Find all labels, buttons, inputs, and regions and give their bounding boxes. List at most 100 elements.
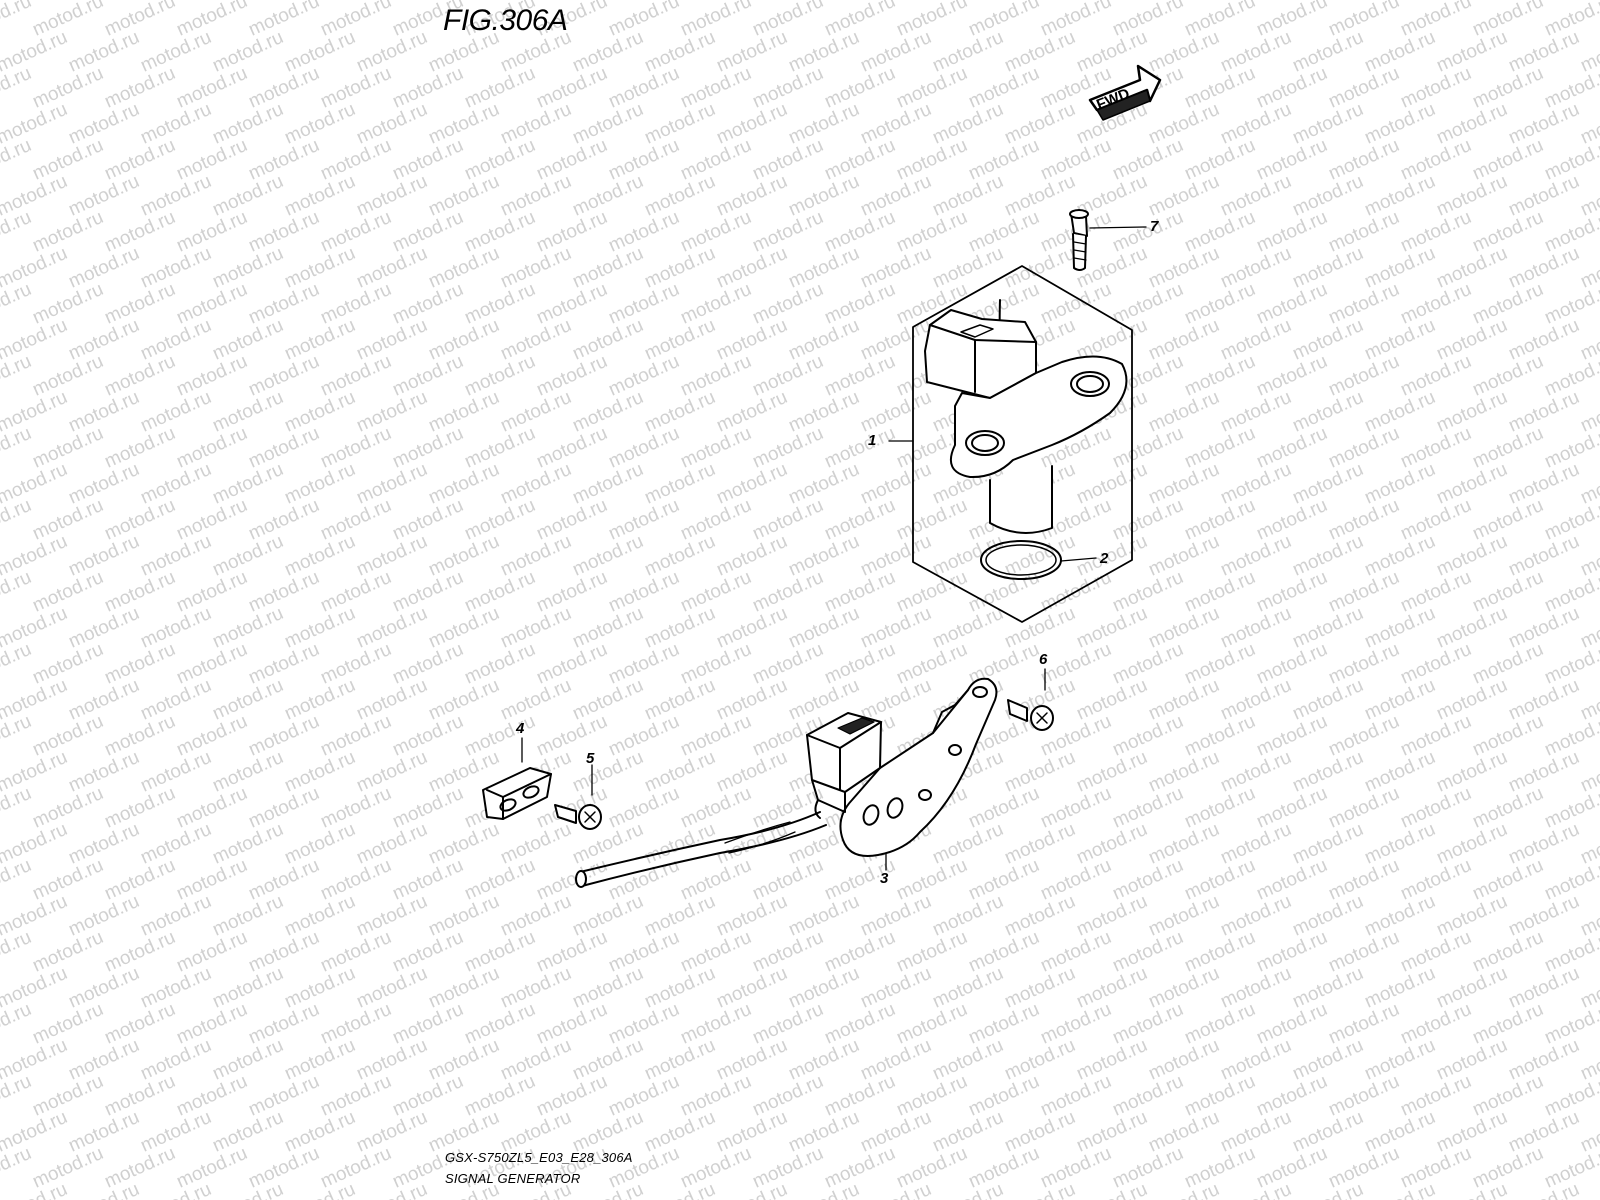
watermark-text: motod.ru: [1361, 1107, 1438, 1157]
watermark-text: motod.ru: [641, 675, 718, 725]
watermark-text: motod.ru: [29, 279, 106, 329]
watermark-text: motod.ru: [821, 207, 898, 257]
watermark-text: motod.ru: [1289, 315, 1366, 365]
watermark-text: motod.ru: [281, 99, 358, 149]
watermark-text: motod.ru: [1325, 639, 1402, 689]
watermark-text: motod.ru: [641, 459, 718, 509]
watermark-text: motod.ru: [209, 387, 286, 437]
watermark-text: motod.ru: [677, 423, 754, 473]
watermark-text: motod.ru: [173, 1143, 250, 1193]
watermark-text: motod.ru: [1073, 1107, 1150, 1157]
watermark-text: motod.ru: [137, 819, 214, 869]
watermark-text: motod.ru: [1433, 1035, 1510, 1085]
watermark-text: motod.ru: [533, 279, 610, 329]
watermark-text: motod.ru: [965, 207, 1042, 257]
watermark-text: motod.ru: [497, 675, 574, 725]
watermark-text: motod.ru: [821, 639, 898, 689]
watermark-text: motod.ru: [173, 207, 250, 257]
watermark-text: motod.ru: [1433, 603, 1510, 653]
watermark-text: motod.ru: [281, 1035, 358, 1085]
watermark-text: motod.ru: [461, 855, 538, 905]
watermark-text: motod.ru: [0, 0, 35, 41]
watermark-text: motod.ru: [713, 1035, 790, 1085]
watermark-text: motod.ru: [497, 99, 574, 149]
watermark-text: motod.ru: [497, 891, 574, 941]
watermark-text: motod.ru: [101, 423, 178, 473]
watermark-text: motod.ru: [1037, 999, 1114, 1049]
watermark-text: motod.ru: [209, 1179, 286, 1200]
watermark-text: motod.ru: [65, 531, 142, 581]
watermark-text: motod.ru: [1289, 1107, 1366, 1157]
watermark-text: motod.ru: [569, 891, 646, 941]
watermark-text: motod.ru: [1433, 819, 1510, 869]
watermark-text: motod.ru: [137, 99, 214, 149]
watermark-text: motod.ru: [1361, 387, 1438, 437]
watermark-text: motod.ru: [1253, 1143, 1330, 1193]
watermark-text: motod.ru: [1037, 783, 1114, 833]
watermark-text: motod.ru: [749, 1143, 826, 1193]
fwd-arrow-icon: [1088, 64, 1162, 121]
watermark-text: motod.ru: [281, 459, 358, 509]
watermark-text: motod.ru: [641, 99, 718, 149]
watermark-text: motod.ru: [857, 1107, 934, 1157]
watermark-text: motod.ru: [1253, 351, 1330, 401]
watermark-text: motod.ru: [29, 495, 106, 545]
watermark-text: motod.ru: [1505, 387, 1582, 437]
watermark-text: motod.ru: [1145, 315, 1222, 365]
watermark-text: motod.ru: [605, 999, 682, 1049]
watermark-text: motod.ru: [245, 639, 322, 689]
watermark-text: motod.ru: [749, 351, 826, 401]
footer-figure-name: SIGNAL GENERATOR: [445, 1171, 581, 1186]
watermark-text: motod.ru: [101, 567, 178, 617]
watermark-text: motod.ru: [965, 783, 1042, 833]
watermark-text: motod.ru: [641, 891, 718, 941]
callout-5: 5: [586, 750, 595, 767]
watermark-text: motod.ru: [137, 27, 214, 77]
watermark-text: motod.ru: [569, 747, 646, 797]
watermark-text: motod.ru: [1145, 1179, 1222, 1200]
watermark-text: motod.ru: [461, 639, 538, 689]
watermark-text: motod.ru: [1181, 495, 1258, 545]
watermark-text: motod.ru: [1325, 63, 1402, 113]
watermark-text: motod.ru: [1001, 891, 1078, 941]
watermark-text: motod.ru: [677, 63, 754, 113]
watermark-text: motod.ru: [353, 171, 430, 221]
watermark-text: motod.ru: [713, 603, 790, 653]
watermark-text: motod.ru: [677, 1071, 754, 1121]
watermark-text: motod.ru: [1289, 891, 1366, 941]
watermark-text: motod.ru: [245, 927, 322, 977]
watermark-text: motod.ru: [1217, 819, 1294, 869]
watermark-text: motod.ru: [353, 27, 430, 77]
watermark-text: motod.ru: [569, 99, 646, 149]
watermark-text: motod.ru: [1361, 459, 1438, 509]
watermark-text: motod.ru: [1469, 999, 1546, 1049]
watermark-text: motod.ru: [425, 675, 502, 725]
watermark-text: motod.ru: [101, 927, 178, 977]
watermark-text: motod.ru: [389, 1071, 466, 1121]
watermark-text: motod.ru: [497, 963, 574, 1013]
watermark-text: motod.ru: [173, 135, 250, 185]
watermark-text: motod.ru: [1181, 783, 1258, 833]
watermark-text: motod.ru: [1505, 1107, 1582, 1157]
watermark-text: motod.ru: [1469, 423, 1546, 473]
watermark-text: motod.ru: [569, 675, 646, 725]
watermark-text: motod.ru: [245, 711, 322, 761]
watermark-text: motod.ru: [1181, 855, 1258, 905]
watermark-text: motod.ru: [65, 243, 142, 293]
watermark-text: motod.ru: [749, 135, 826, 185]
watermark-text: motod.ru: [101, 855, 178, 905]
watermark-text: motod.ru: [1469, 711, 1546, 761]
watermark-text: motod.ru: [461, 207, 538, 257]
watermark-text: motod.ru: [533, 423, 610, 473]
watermark-text: motod.ru: [101, 279, 178, 329]
watermark-text: motod.ru: [713, 963, 790, 1013]
watermark-text: motod.ru: [1433, 27, 1510, 77]
watermark-text: motod.ru: [1037, 855, 1114, 905]
watermark-text: motod.ru: [857, 459, 934, 509]
watermark-text: motod.ru: [929, 99, 1006, 149]
watermark-text: motod.ru: [1361, 963, 1438, 1013]
watermark-text: motod.ru: [425, 171, 502, 221]
watermark-text: motod.ru: [461, 711, 538, 761]
watermark-text: motod.ru: [713, 171, 790, 221]
watermark-text: motod.ru: [1001, 747, 1078, 797]
